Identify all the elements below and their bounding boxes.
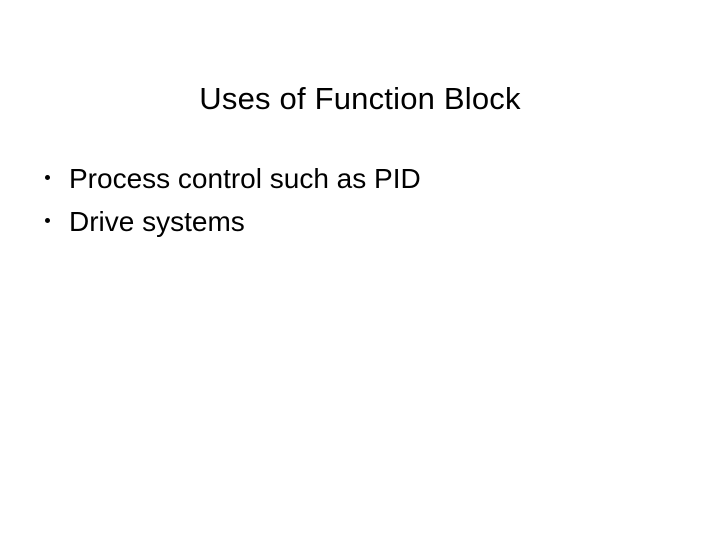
bullet-list: Process control such as PID Drive system… — [38, 161, 688, 247]
list-item: Process control such as PID — [38, 161, 688, 204]
list-item-label: Process control such as PID — [69, 163, 421, 194]
page-title: Uses of Function Block — [199, 81, 521, 116]
bullet-dot-icon — [45, 175, 50, 180]
bullet-dot-icon — [45, 218, 50, 223]
list-item-label: Drive systems — [69, 206, 245, 237]
list-item: Drive systems — [38, 204, 688, 247]
